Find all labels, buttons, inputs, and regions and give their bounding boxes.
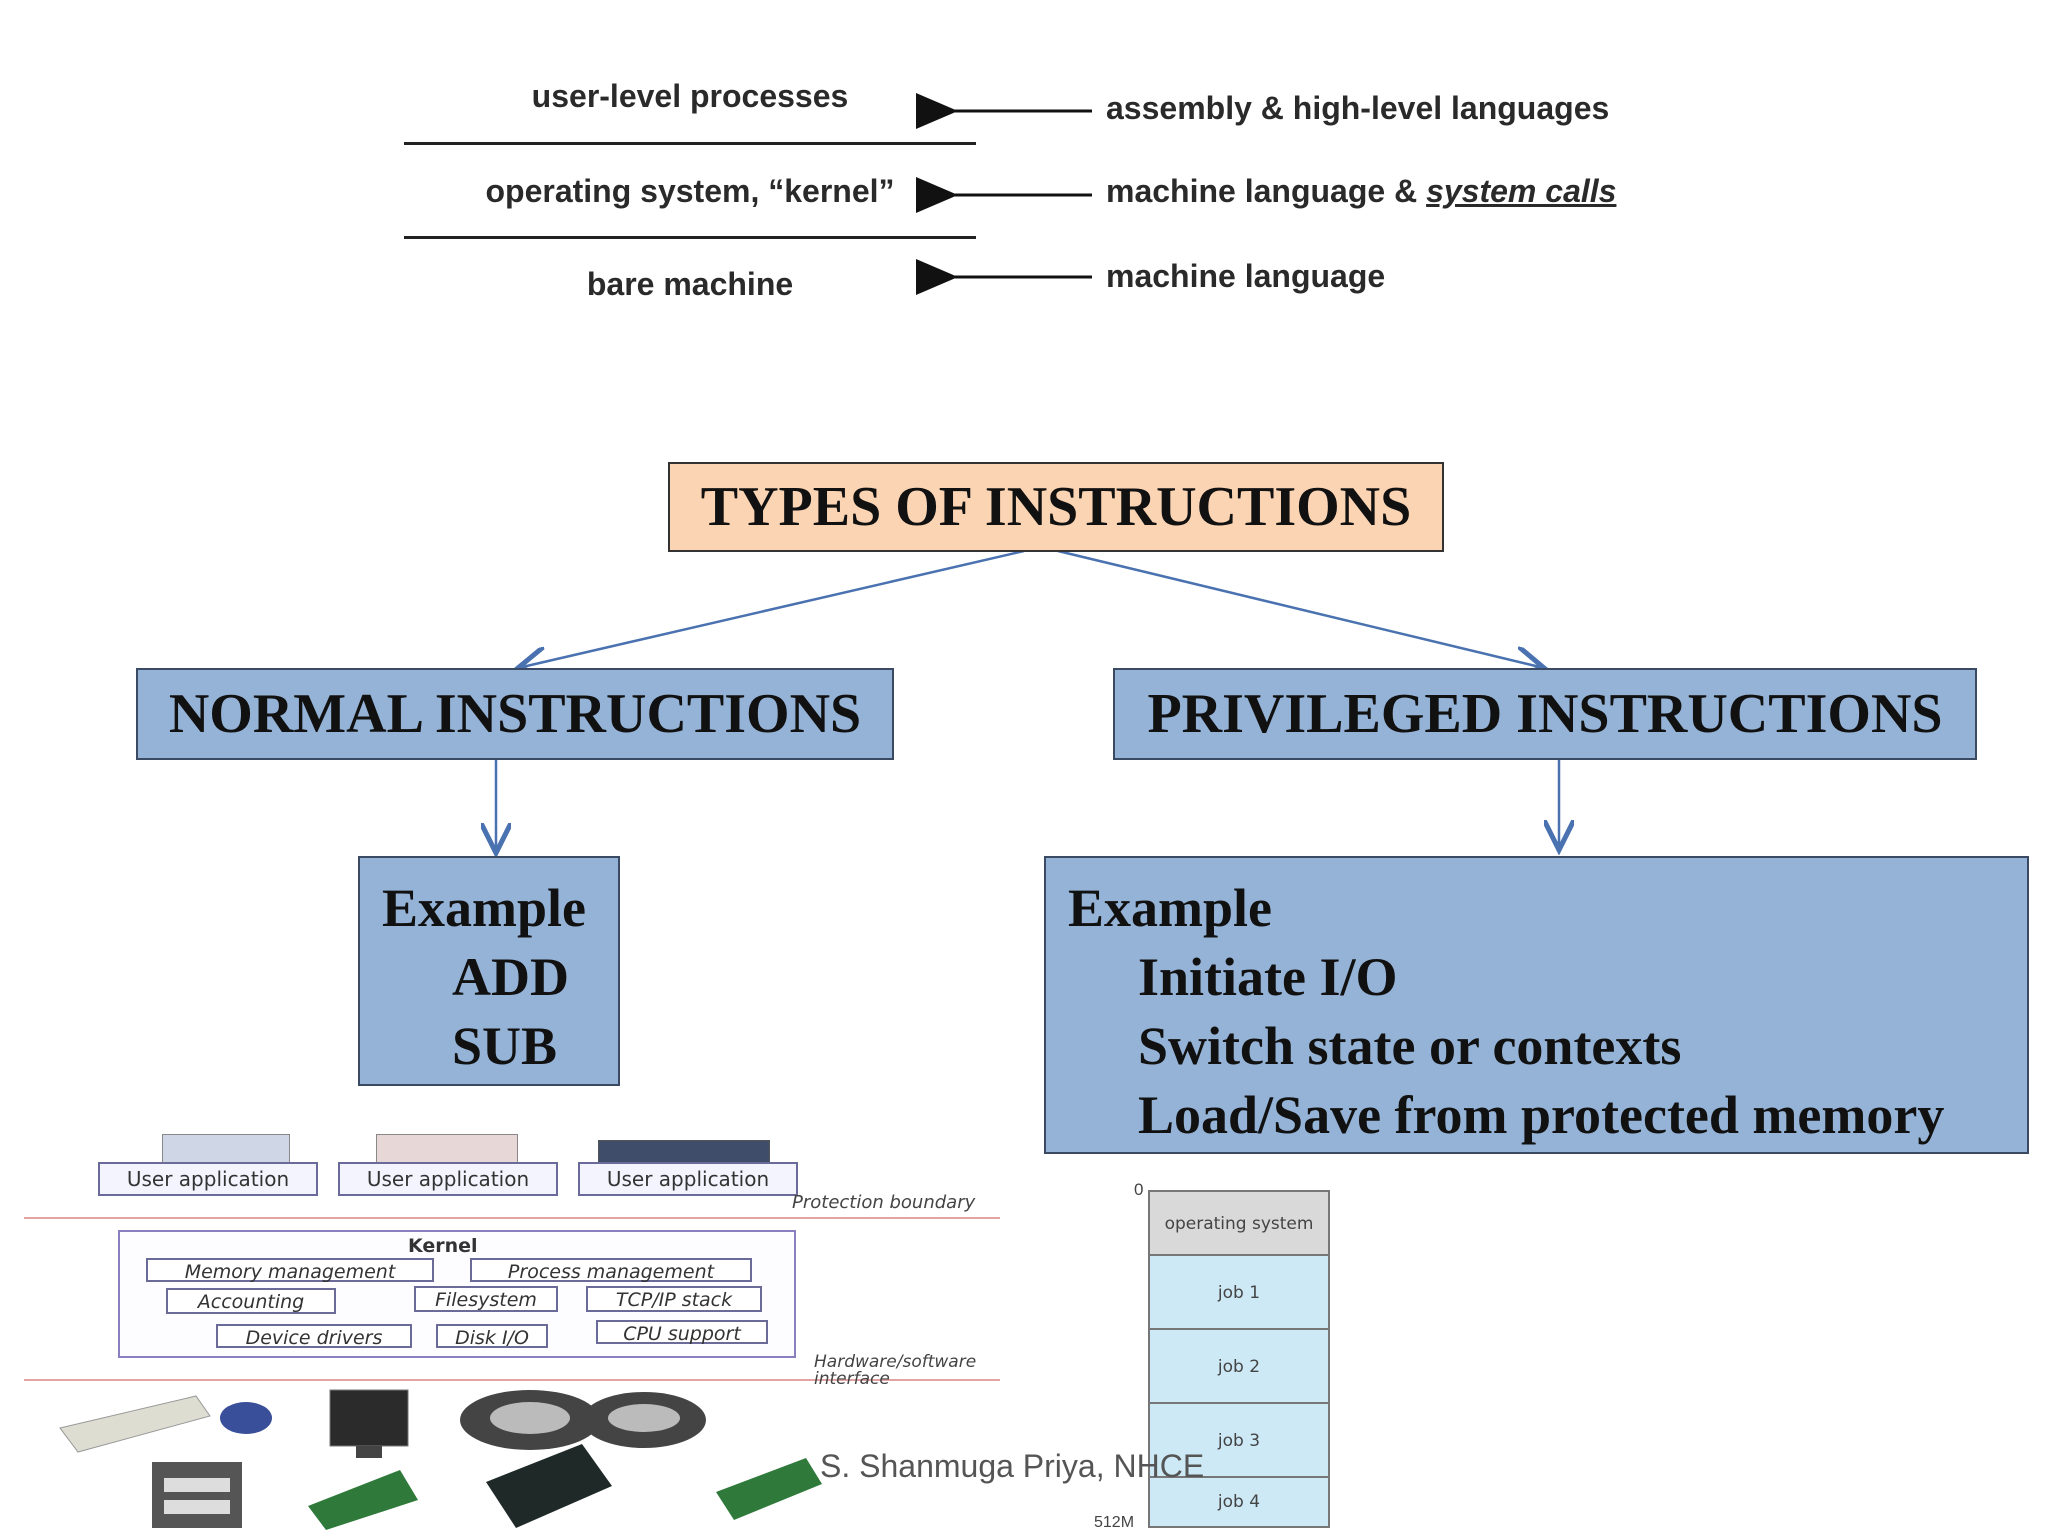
kernel-cpu-support: CPU support [596,1320,768,1345]
kernel-disk-io: Disk I/O [436,1324,548,1349]
lang-system-calls: system calls [1426,173,1617,209]
footer-author: S. Shanmuga Priya, NHCE [820,1448,1205,1484]
user-application-2: User application [338,1162,558,1196]
privileged-example-label: Example [1068,878,1273,938]
kernel-accounting: Accounting [166,1288,336,1314]
monitor-icon [329,1389,409,1458]
normal-heading: NORMAL INSTRUCTIONS [136,668,894,760]
layer-divider-1 [404,142,976,145]
kernel-tcpip-stack: TCP/IP stack [586,1286,762,1312]
hw-interface-line2: interface [814,1369,890,1389]
layer-user-level: user-level processes [531,78,849,114]
normal-example-sub: SUB [452,1016,558,1076]
normal-example-box: Example ADD SUB [358,856,620,1086]
motherboard-icon [486,1444,612,1528]
memory-row-job3: job 3 [1150,1404,1328,1478]
lang-assembly: assembly & high-level languages [1106,90,1610,126]
lang-machine-prefix: machine language & [1106,173,1427,209]
privileged-example-load: Load/Save from protected memory [1138,1085,1945,1145]
kernel-process-management: Process management [470,1258,752,1283]
user-application-1: User application [98,1162,318,1196]
memory-row-os: operating system [1150,1192,1328,1256]
keyboard-icon [59,1395,211,1453]
hard-disk-icon-1 [460,1390,600,1450]
lang-machine: machine language [1106,258,1386,294]
layer-bare-machine: bare machine [586,266,794,302]
kernel-memory-management: Memory management [146,1258,434,1283]
usb-port-icon [152,1462,242,1528]
privileged-heading: PRIVILEGED INSTRUCTIONS [1113,668,1977,760]
normal-example-label: Example [382,878,587,938]
user-application-3: User application [578,1162,798,1196]
memory-row-job4: job 4 [1150,1478,1328,1526]
lang-machine-syscalls: machine language & system calls [1106,173,1616,210]
graphics-card-icon [308,1470,418,1530]
layer-kernel: operating system, “kernel” [485,173,895,209]
memory-top-label: 0 [1134,1180,1144,1199]
kernel-title: Kernel [408,1235,478,1257]
layer-divider-2 [404,236,976,239]
types-title: TYPES OF INSTRUCTIONS [668,462,1444,552]
sound-card-icon [716,1458,822,1520]
memory-row-job2: job 2 [1150,1330,1328,1404]
memory-row-job1: job 1 [1150,1256,1328,1330]
hard-disk-icon-2 [582,1392,706,1448]
normal-example-add: ADD [452,947,569,1007]
arrow-to-normal [518,549,1025,668]
protection-boundary-label: Protection boundary [792,1192,976,1213]
kernel-device-drivers: Device drivers [216,1324,412,1349]
privileged-example-box: Example Initiate I/O Switch state or con… [1044,856,2029,1154]
privileged-example-io: Initiate I/O [1138,947,1398,1007]
privileged-example-switch: Switch state or contexts [1138,1016,1682,1076]
hw-interface-label: Hardware/software interface [814,1354,976,1388]
memory-bottom-label: 512M [1094,1514,1135,1531]
app-window-icon-1 [162,1134,290,1166]
memory-layout: operating system job 1 job 2 job 3 job 4 [1148,1190,1330,1528]
mouse-icon [220,1402,272,1434]
arrow-to-privileged [1057,549,1544,668]
hw-interface-line1: Hardware/software [814,1352,977,1372]
kernel-filesystem: Filesystem [414,1286,558,1312]
